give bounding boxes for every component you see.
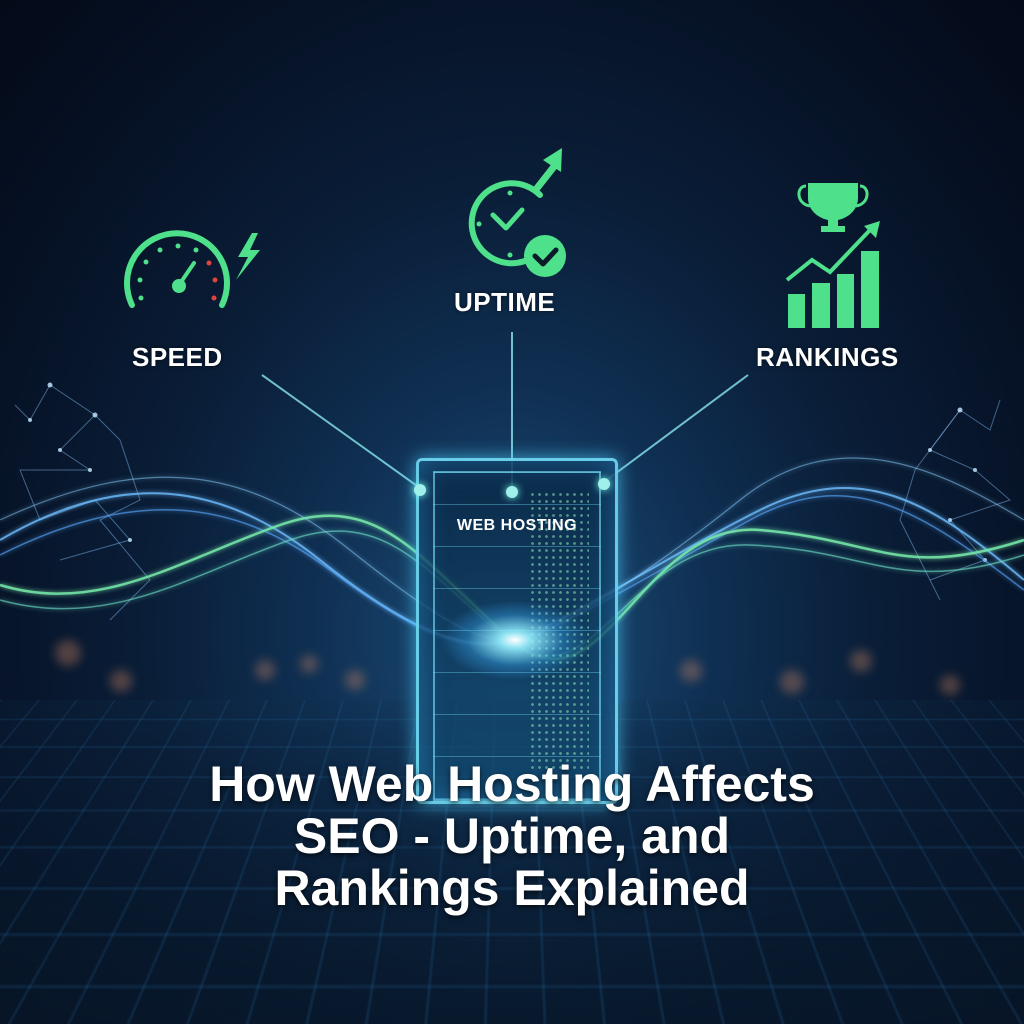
light-flare <box>440 600 590 680</box>
bokeh-light <box>780 670 804 694</box>
headline: How Web Hosting Affects SEO - Uptime, an… <box>0 758 1024 914</box>
feature-label-uptime: UPTIME <box>454 287 556 317</box>
bokeh-light <box>300 655 318 673</box>
headline-line-2: SEO - Uptime, and <box>293 808 731 864</box>
feature-label-speed: SPEED <box>132 342 223 372</box>
connector-node <box>506 486 518 498</box>
headline-line-3: Rankings Explained <box>274 860 750 916</box>
bokeh-light <box>345 670 365 690</box>
headline-line-1: How Web Hosting Affects <box>209 756 815 812</box>
bokeh-light <box>940 675 960 695</box>
bokeh-light <box>110 670 132 692</box>
bokeh-light <box>850 650 872 672</box>
bokeh-light <box>680 660 702 682</box>
feature-label-rankings: RANKINGS <box>756 342 899 372</box>
bokeh-light <box>55 640 81 666</box>
web-hosting-label: WEB HOSTING <box>456 517 578 534</box>
speedometer-icon <box>124 230 230 308</box>
clock-check-arrow-icon <box>468 148 566 277</box>
connector-node <box>414 484 426 496</box>
trophy-bar-chart-icon <box>785 183 880 328</box>
bokeh-light <box>255 660 275 680</box>
connector-node <box>598 478 610 490</box>
lightning-icon <box>236 233 260 280</box>
